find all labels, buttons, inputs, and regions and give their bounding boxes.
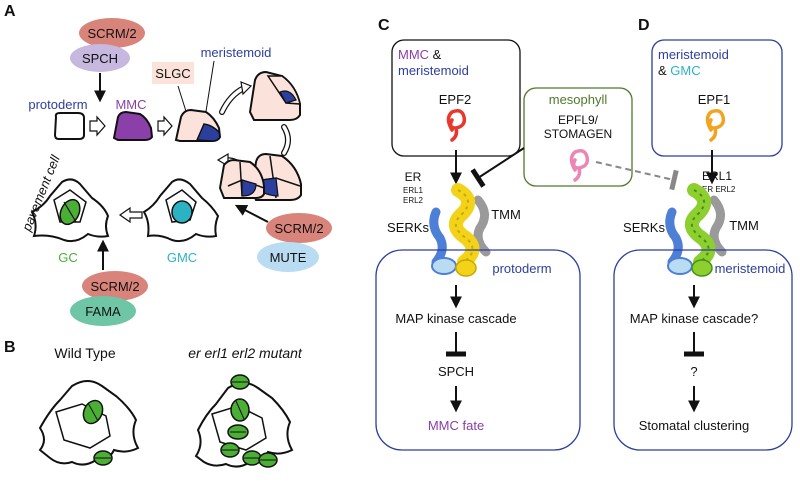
tmm-coil-d bbox=[709, 195, 727, 257]
stomagen-inhibit-er bbox=[470, 147, 525, 188]
epf1-label: EPF1 bbox=[698, 92, 731, 107]
meristemoid-compartment bbox=[613, 249, 793, 451]
mutant-tissue bbox=[194, 382, 294, 468]
serk-kinase-c bbox=[431, 257, 457, 275]
scrm-mid-blob bbox=[266, 213, 332, 243]
scrm-top-blob bbox=[79, 18, 145, 48]
mesophyll-block: mesophyll EPFL9/ STOMAGEN bbox=[470, 87, 679, 191]
erl1-kinase-d bbox=[691, 259, 713, 277]
hollow-arrow-2 bbox=[157, 115, 173, 137]
protoderm-compartment-label: protoderm bbox=[492, 261, 551, 276]
c-mmc-fate-label: MMC fate bbox=[428, 418, 484, 433]
panel-d-header-box bbox=[651, 39, 783, 157]
serk-kinase-d bbox=[667, 257, 693, 275]
gmc-surround bbox=[165, 189, 197, 223]
guard-cell-pore bbox=[63, 201, 77, 223]
hollow-arrow-3 bbox=[118, 206, 143, 224]
scrm-mid-label: SCRM/2 bbox=[274, 221, 323, 236]
receptor-complex-c bbox=[429, 183, 491, 277]
stomagen-peptide bbox=[569, 149, 590, 182]
erl2-sub-label: ERL2 bbox=[403, 196, 424, 205]
panel-b: B Wild Type er erl1 erl2 mutant bbox=[4, 339, 303, 468]
wt-cell-walls bbox=[55, 403, 111, 449]
mmc-cell bbox=[112, 110, 154, 141]
panel-c-header-line1: MMC & bbox=[398, 47, 442, 62]
tmm-label-c: TMM bbox=[491, 207, 521, 222]
er-coil-c bbox=[449, 183, 480, 269]
serk-coil-d bbox=[665, 207, 683, 267]
erl1-coil-d-stripe bbox=[691, 189, 710, 263]
scrm-top-label: SCRM/2 bbox=[87, 26, 136, 41]
panel-d-letter: D bbox=[638, 17, 650, 34]
mute-arrow bbox=[234, 204, 269, 223]
wt-stoma-1-pore bbox=[87, 402, 99, 422]
er-coil-c-stripe bbox=[455, 189, 474, 263]
epf2-peptide bbox=[446, 109, 467, 142]
gmc-cell bbox=[171, 200, 193, 224]
panel-d-header-line2: & GMC bbox=[658, 63, 701, 78]
epf2-label: EPF2 bbox=[439, 92, 472, 107]
scrm-bottom-label: SCRM/2 bbox=[90, 279, 139, 294]
receptor-complex-d bbox=[665, 183, 727, 277]
hollow-arrow-1 bbox=[89, 115, 106, 137]
gmc-label: GMC bbox=[167, 250, 197, 265]
serk-coil-c bbox=[429, 207, 447, 267]
c-map-kinase-label: MAP kinase cascade bbox=[395, 311, 516, 326]
scrm-bottom-blob bbox=[82, 271, 148, 301]
c-spch-label: SPCH bbox=[438, 364, 474, 379]
meristemoid-label: meristemoid bbox=[201, 45, 272, 60]
mesophyll-label: mesophyll bbox=[549, 92, 608, 107]
serks-label-c: SERKs bbox=[387, 220, 429, 235]
er-kinase-c bbox=[455, 259, 477, 277]
panel-a-letter: A bbox=[4, 3, 16, 20]
slgc-label: SLGC bbox=[155, 66, 190, 81]
fama-label: FAMA bbox=[85, 304, 121, 319]
erl1-coil-d bbox=[685, 183, 716, 269]
d-unknown-label: ? bbox=[690, 364, 697, 379]
slgc-box bbox=[152, 62, 194, 84]
protoderm-cell bbox=[53, 112, 85, 140]
panel-c-header-line2: meristemoid bbox=[398, 63, 469, 78]
tmm-coil-c bbox=[473, 195, 491, 257]
mute-label: MUTE bbox=[270, 250, 307, 265]
panel-d: D meristemoid & GMC EPF1 ERL1 ER ERL2 SE… bbox=[613, 17, 793, 451]
meristemoid-cell-1 bbox=[195, 123, 221, 142]
tmm-label-d: TMM bbox=[729, 218, 759, 233]
epf1-peptide bbox=[705, 109, 726, 142]
mutant-label: er erl1 erl2 mutant bbox=[188, 345, 303, 361]
curved-arrow-1-head bbox=[240, 81, 253, 96]
meristemoid-compartment-label: meristemoid bbox=[715, 261, 786, 276]
erl1-sub-label: ERL1 bbox=[403, 186, 424, 195]
mutant-stoma-2-pore bbox=[235, 400, 245, 420]
erl1-label: ERL1 bbox=[702, 169, 732, 183]
meristemoid-cell-2 bbox=[279, 90, 297, 104]
stomagen-inhibit-erl1 bbox=[595, 161, 679, 191]
panel-c: C MMC & meristemoid EPF2 ER ERL1 ERL2 SE… bbox=[375, 17, 581, 451]
wild-type-label: Wild Type bbox=[54, 345, 115, 361]
curved-arrow-2-inner bbox=[282, 125, 290, 155]
mute-blob bbox=[257, 242, 319, 272]
protoderm-label: protoderm bbox=[28, 97, 87, 112]
meristemoid-cell-4 bbox=[241, 179, 257, 197]
er-label: ER bbox=[405, 170, 422, 184]
mmc-label: MMC bbox=[115, 97, 146, 112]
spch-blob bbox=[70, 44, 130, 72]
panel-a: A SCRM/2 SPCH protoderm MMC SLGC meriste… bbox=[4, 3, 332, 326]
panel-b-letter: B bbox=[4, 339, 16, 356]
stomagen-label: STOMAGEN bbox=[544, 127, 612, 141]
protoderm-compartment bbox=[375, 249, 581, 451]
panel-c-letter: C bbox=[378, 17, 390, 34]
fama-blob bbox=[70, 296, 136, 326]
d-clustering-label: Stomatal clustering bbox=[639, 418, 750, 433]
mesophyll-box bbox=[523, 87, 633, 187]
epfl9-label: EPFL9/ bbox=[558, 113, 599, 127]
spch-label: SPCH bbox=[82, 51, 118, 66]
er-erl2-sub-label: ER ERL2 bbox=[702, 185, 736, 194]
d-map-kinase-label: MAP kinase cascade? bbox=[630, 311, 758, 326]
gc-label: GC bbox=[58, 250, 78, 265]
serks-label-d: SERKs bbox=[623, 220, 665, 235]
gc-surround bbox=[53, 189, 87, 223]
panel-d-header-line1: meristemoid bbox=[658, 47, 729, 62]
